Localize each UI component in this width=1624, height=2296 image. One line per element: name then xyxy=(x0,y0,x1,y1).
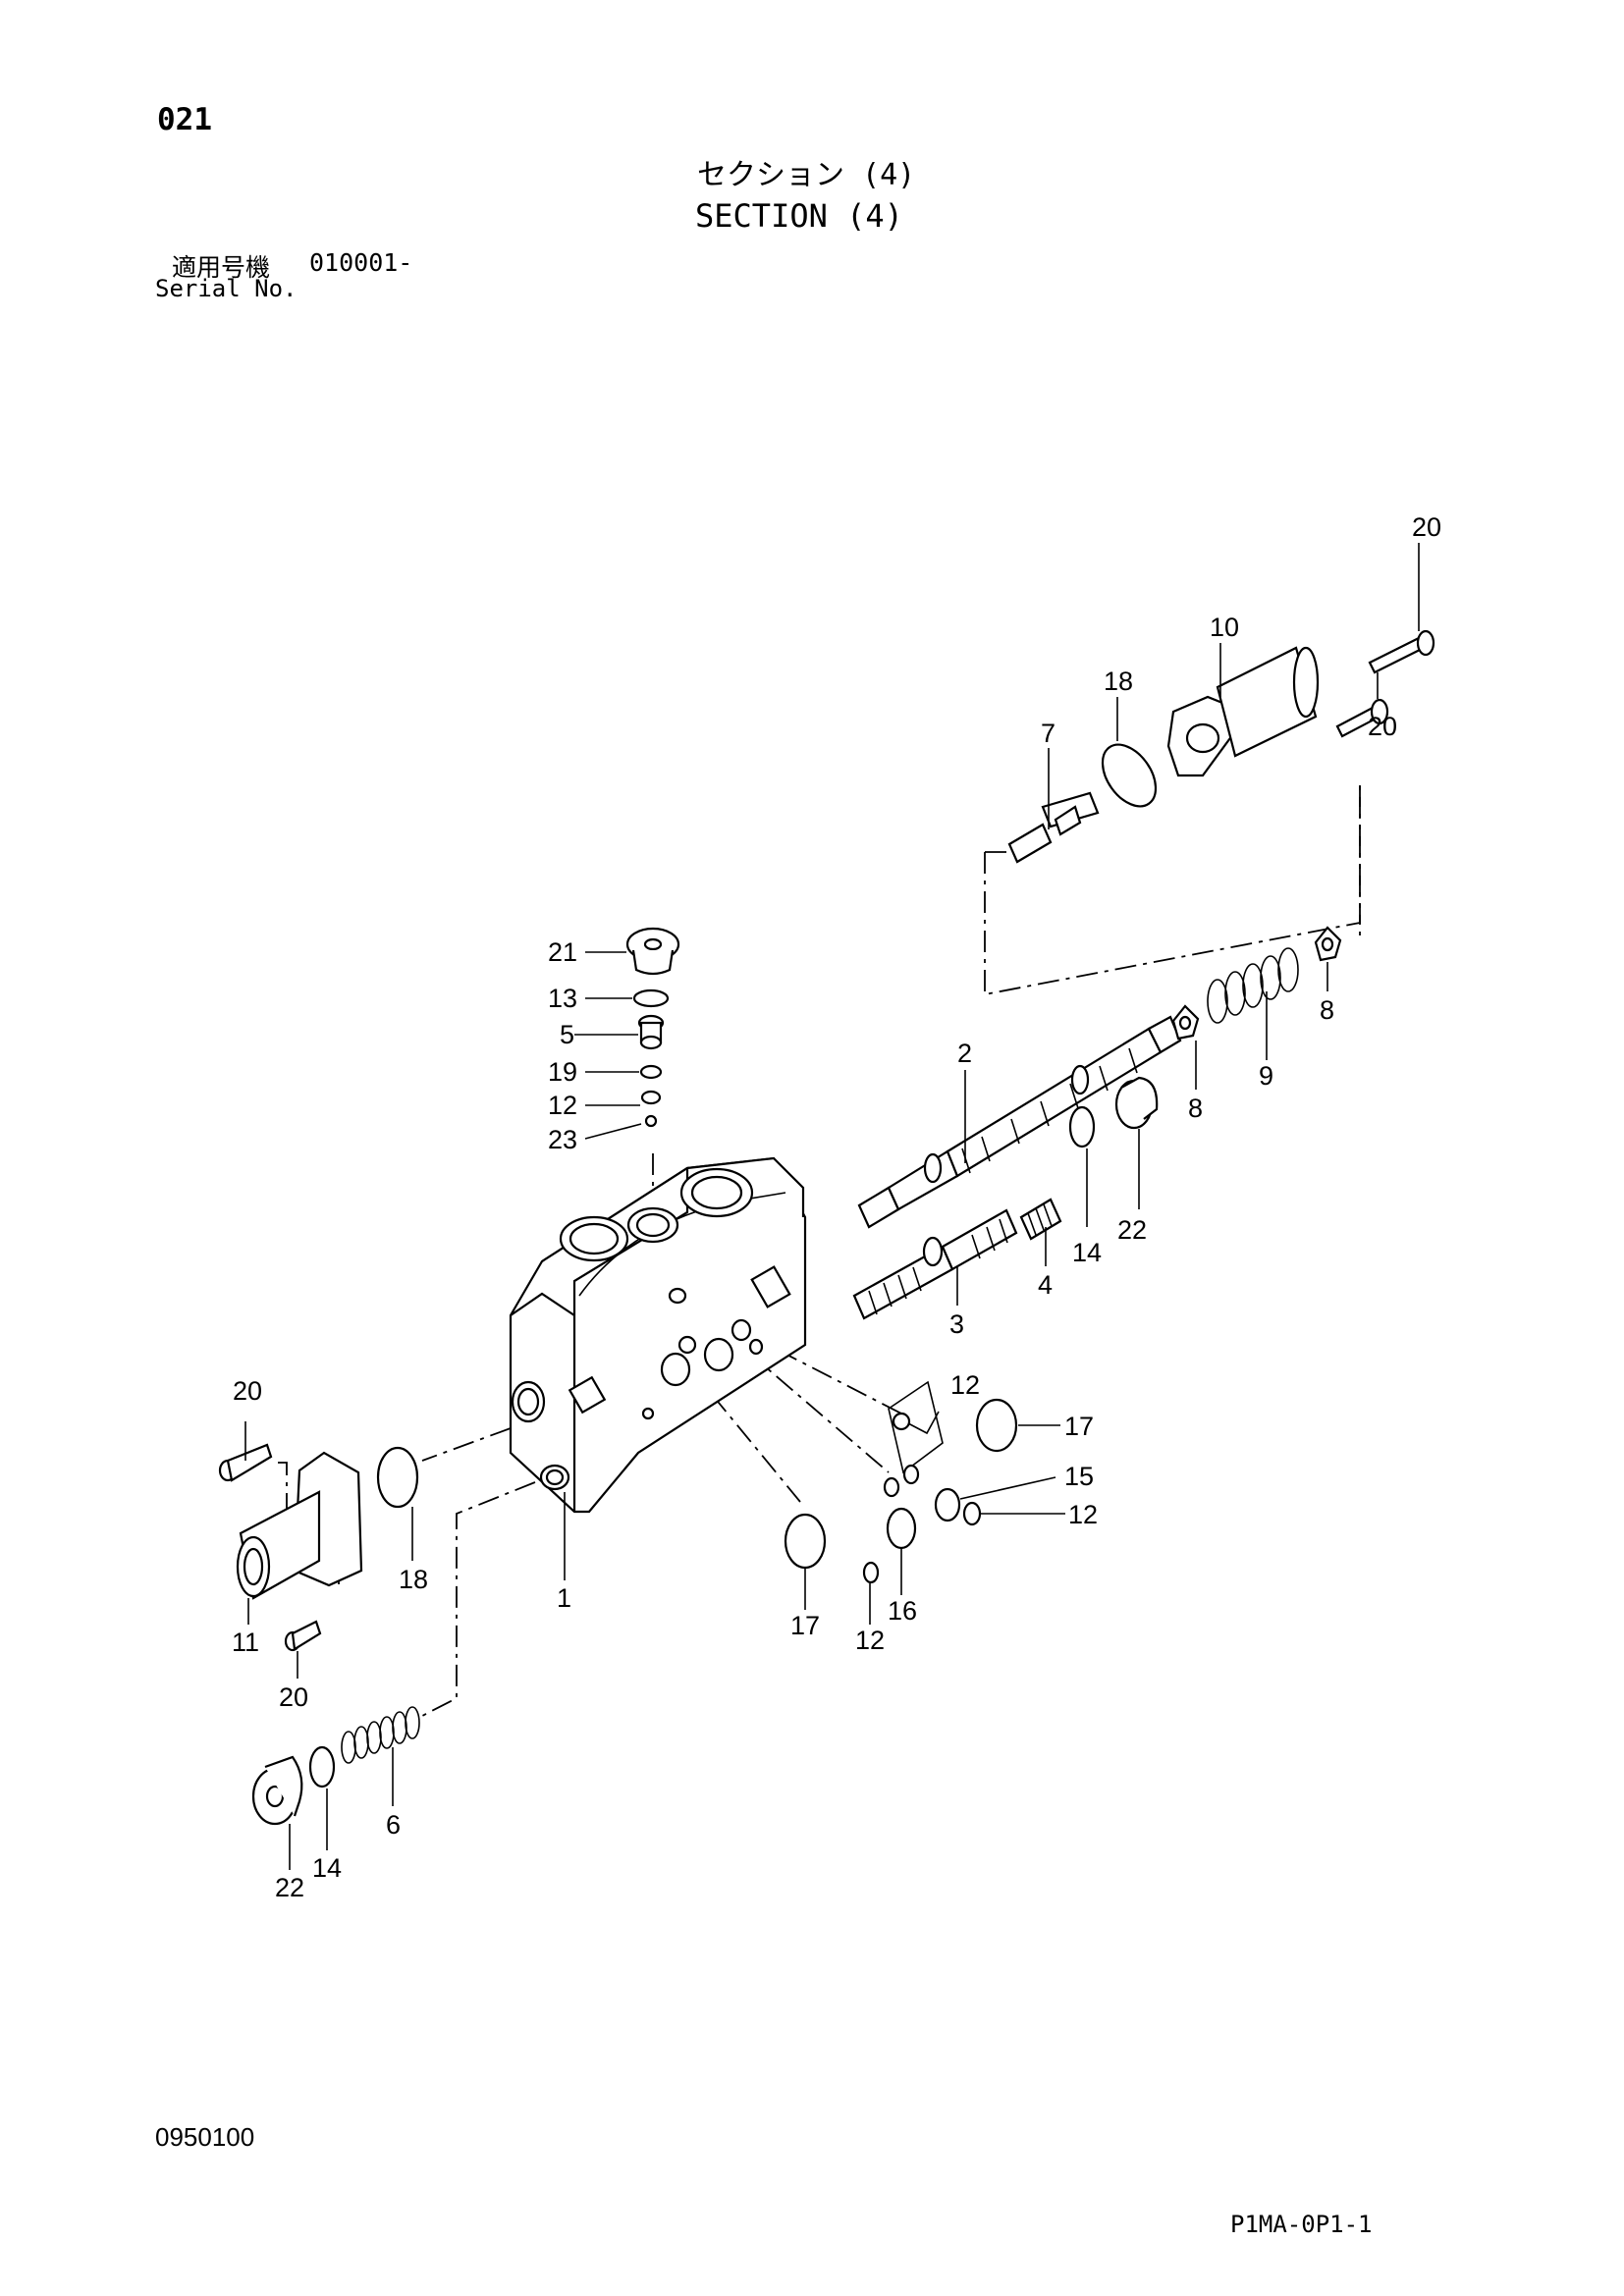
callout-17: 17 xyxy=(790,1611,820,1640)
serial-label-japanese: 適用号機 xyxy=(172,253,271,282)
ball-part-23 xyxy=(644,1114,658,1128)
callout-14: 14 xyxy=(312,1853,342,1883)
callout-20: 20 xyxy=(1412,512,1441,542)
page-code: P1MA-0P1-1 xyxy=(1230,2211,1373,2238)
cap-part-10 xyxy=(1166,646,1320,777)
callout-12: 12 xyxy=(855,1626,885,1655)
o-ring-part-14-right xyxy=(1068,1105,1096,1148)
o-ring-part-12-e xyxy=(862,1561,880,1584)
callout-1: 1 xyxy=(557,1583,571,1613)
piston-part-7 xyxy=(1007,791,1100,864)
callout-21: 21 xyxy=(548,937,577,967)
o-ring-part-18-top xyxy=(1101,743,1158,808)
callout-7: 7 xyxy=(1041,719,1056,748)
drawing-code: 0950100 xyxy=(155,2122,255,2152)
bolt-part-20-lower-left xyxy=(284,1620,322,1652)
plug-part-21 xyxy=(625,927,680,976)
callout-6: 6 xyxy=(386,1810,401,1840)
callout-22: 22 xyxy=(1117,1215,1147,1245)
callout-20: 20 xyxy=(279,1682,308,1712)
callout-12: 12 xyxy=(1068,1500,1098,1529)
callout-16: 16 xyxy=(888,1596,917,1626)
o-ring-part-14-left xyxy=(308,1745,336,1789)
plug-part-22-right xyxy=(1114,1076,1159,1130)
o-ring-part-15 xyxy=(934,1487,961,1522)
callout-13: 13 xyxy=(548,984,577,1013)
spring-part-9 xyxy=(1207,947,1299,1024)
callout-23: 23 xyxy=(548,1125,577,1154)
callout-5: 5 xyxy=(560,1020,574,1049)
callout-9: 9 xyxy=(1259,1061,1273,1091)
callout-2: 2 xyxy=(957,1039,972,1068)
o-ring-part-12-a xyxy=(892,1412,911,1431)
callout-leaders xyxy=(244,543,1420,1870)
stopper-part-8-lower xyxy=(1171,1004,1200,1041)
callout-8: 8 xyxy=(1320,995,1334,1025)
callout-12: 12 xyxy=(548,1091,577,1120)
title-japanese: セクション (4) xyxy=(697,158,916,192)
poppet-part-5 xyxy=(637,1014,665,1050)
callout-10: 10 xyxy=(1210,613,1239,642)
callout-22: 22 xyxy=(275,1873,304,1902)
callout-14: 14 xyxy=(1072,1238,1102,1267)
callout-15: 15 xyxy=(1064,1462,1094,1491)
page-number: 021 xyxy=(157,102,212,137)
o-ring-part-13 xyxy=(632,988,670,1008)
o-ring-part-18-left xyxy=(376,1446,419,1509)
ring-part-19 xyxy=(639,1064,663,1080)
serial-label-english: Serial No. xyxy=(155,275,298,302)
o-ring-part-17-left xyxy=(784,1513,827,1570)
o-ring-part-12-b xyxy=(883,1476,900,1498)
bolt-part-20-upper-left xyxy=(218,1443,273,1482)
callout-20: 20 xyxy=(1368,712,1397,741)
callout-3: 3 xyxy=(949,1309,964,1339)
callout-17: 17 xyxy=(1064,1412,1094,1441)
callout-11: 11 xyxy=(232,1628,259,1657)
o-ring-part-17-right xyxy=(975,1398,1018,1453)
valve-body-part-1 xyxy=(509,1156,807,1514)
plug-part-4 xyxy=(1019,1198,1062,1241)
callout-18: 18 xyxy=(399,1565,428,1594)
o-ring-part-12-c xyxy=(902,1464,920,1485)
assembly-centerlines xyxy=(278,785,1361,1717)
callout-20: 20 xyxy=(233,1376,262,1406)
o-ring-part-12-d xyxy=(962,1501,982,1526)
spring-part-6 xyxy=(341,1706,420,1764)
plug-part-22-left xyxy=(251,1755,303,1826)
spool-part-3 xyxy=(852,1208,1018,1320)
stopper-part-8-upper xyxy=(1314,926,1342,962)
cap-part-11 xyxy=(236,1451,363,1600)
bolt-part-20-top-right xyxy=(1335,629,1435,738)
o-ring-part-16 xyxy=(886,1507,917,1550)
serial-number-range: 010001- xyxy=(309,248,413,277)
callout-labels: 20 10 18 7 20 8 9 8 2 21 13 5 19 12 23 4… xyxy=(232,512,1441,1902)
plate-part-12 xyxy=(888,1380,944,1474)
title-english: SECTION (4) xyxy=(695,197,903,235)
o-ring-part-12-top xyxy=(640,1090,662,1105)
callout-12: 12 xyxy=(950,1370,980,1400)
callout-8: 8 xyxy=(1188,1094,1203,1123)
callout-19: 19 xyxy=(548,1057,577,1087)
spool-part-2 xyxy=(857,1015,1182,1229)
callout-18: 18 xyxy=(1104,667,1133,696)
callout-4: 4 xyxy=(1038,1270,1053,1300)
